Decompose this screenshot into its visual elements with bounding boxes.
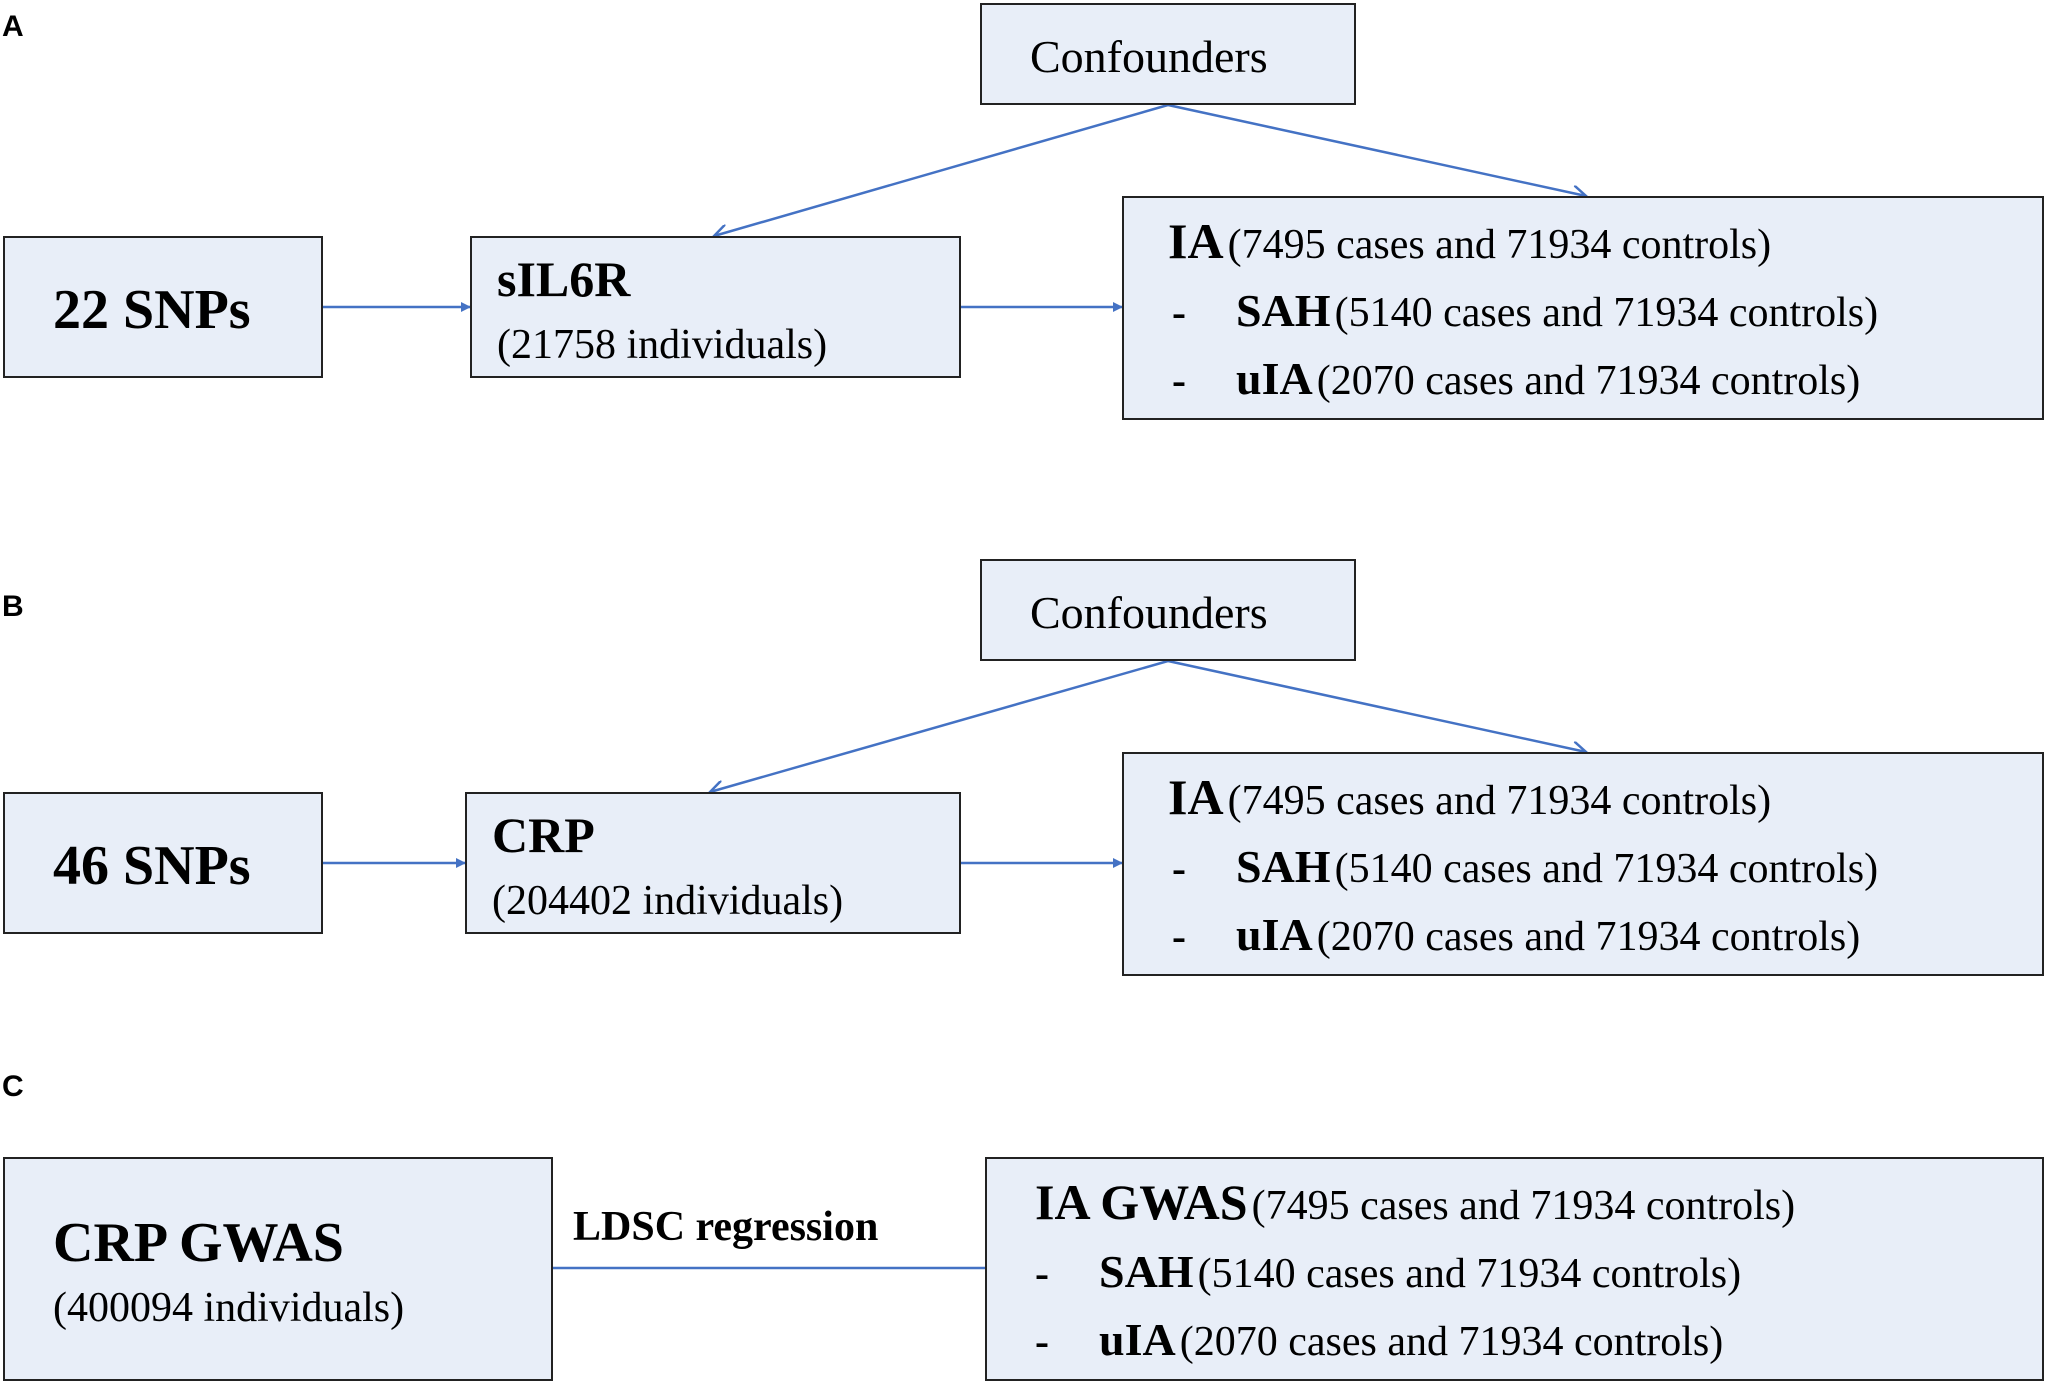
outcome-sub-detail: (2070 cases and 71934 controls) (1316, 358, 1861, 404)
outcome-sub-line: - SAH (5140 cases and 71934 controls) (1172, 285, 1879, 336)
exposure-sample-size: (204402 individuals) (492, 878, 844, 924)
arrow-a-confounders-to-exposure (714, 103, 1169, 236)
outcome-sub-name: SAH (1236, 841, 1331, 892)
outcome-main-line: IA (7495 cases and 71934 controls) (1168, 216, 1771, 266)
panel-label-b: B (2, 590, 24, 623)
outcome-sub-name: uIA (1236, 353, 1313, 404)
outcome-main-line: IA (7495 cases and 71934 controls) (1168, 772, 1771, 822)
ia-gwas-name: IA GWAS (1035, 1174, 1248, 1230)
exposure-name: sIL6R (497, 251, 631, 307)
ia-gwas-sub-name: uIA (1099, 1314, 1176, 1365)
ia-gwas-detail: (7495 cases and 71934 controls) (1251, 1183, 1796, 1229)
arrow-a-confounders-to-outcome (1167, 103, 1586, 196)
outcome-sub-name: SAH (1236, 285, 1331, 336)
crp-gwas-box: CRP GWAS (400094 individuals) (3, 1157, 553, 1381)
outcome-sub-line: - uIA (2070 cases and 71934 controls) (1172, 353, 1861, 404)
confounders-label: Confounders (1030, 587, 1268, 638)
snps-box-a: 22 SNPs (3, 236, 323, 378)
exposure-name: CRP (492, 807, 595, 863)
ia-gwas-sub-line: - uIA (2070 cases and 71934 controls) (1035, 1314, 1724, 1365)
outcome-sub-detail: (5140 cases and 71934 controls) (1334, 846, 1879, 892)
outcome-detail: (7495 cases and 71934 controls) (1227, 778, 1772, 824)
confounders-box-a: Confounders (980, 3, 1356, 105)
ia-gwas-sub-name: SAH (1099, 1246, 1194, 1297)
outcome-sub-detail: (2070 cases and 71934 controls) (1316, 914, 1861, 960)
arrow-b-confounders-to-outcome (1167, 659, 1586, 752)
ia-gwas-sub-detail: (5140 cases and 71934 controls) (1197, 1251, 1742, 1297)
ia-gwas-sub-line: - SAH (5140 cases and 71934 controls) (1035, 1246, 1742, 1297)
outcome-box-a: IA (7495 cases and 71934 controls) - SAH … (1122, 196, 2044, 420)
confounders-box-b: Confounders (980, 559, 1356, 661)
outcome-sub-name: uIA (1236, 909, 1313, 960)
outcome-detail: (7495 cases and 71934 controls) (1227, 222, 1772, 268)
ia-gwas-main-line: IA GWAS (7495 cases and 71934 controls) (1035, 1177, 1795, 1227)
bullet-dash: - (1172, 914, 1186, 960)
bullet-dash: - (1172, 846, 1186, 892)
ldsc-regression-label: LDSC regression (573, 1204, 879, 1250)
exposure-box-a: sIL6R (21758 individuals) (470, 236, 961, 378)
bullet-dash: - (1035, 1251, 1049, 1297)
arrow-b-confounders-to-exposure (710, 659, 1169, 792)
bullet-dash: - (1172, 358, 1186, 404)
snps-label: 46 SNPs (53, 835, 251, 897)
ia-gwas-sub-detail: (2070 cases and 71934 controls) (1179, 1319, 1724, 1365)
outcome-name: IA (1168, 769, 1224, 825)
outcome-sub-line: - SAH (5140 cases and 71934 controls) (1172, 841, 1879, 892)
snps-box-b: 46 SNPs (3, 792, 323, 934)
outcome-sub-detail: (5140 cases and 71934 controls) (1334, 290, 1879, 336)
bullet-dash: - (1172, 290, 1186, 336)
exposure-sample-size: (21758 individuals) (497, 322, 828, 368)
outcome-box-b: IA (7495 cases and 71934 controls) - SAH … (1122, 752, 2044, 976)
crp-gwas-sample-size: (400094 individuals) (53, 1285, 405, 1331)
panel-label-a: A (2, 10, 24, 43)
outcome-name: IA (1168, 213, 1224, 269)
outcome-sub-line: - uIA (2070 cases and 71934 controls) (1172, 909, 1861, 960)
exposure-box-b: CRP (204402 individuals) (465, 792, 961, 934)
bullet-dash: - (1035, 1319, 1049, 1365)
crp-gwas-name: CRP GWAS (53, 1212, 344, 1274)
ia-gwas-box: IA GWAS (7495 cases and 71934 controls) … (985, 1157, 2044, 1381)
snps-label: 22 SNPs (53, 279, 251, 341)
confounders-label: Confounders (1030, 31, 1268, 82)
panel-label-c: C (2, 1070, 24, 1103)
